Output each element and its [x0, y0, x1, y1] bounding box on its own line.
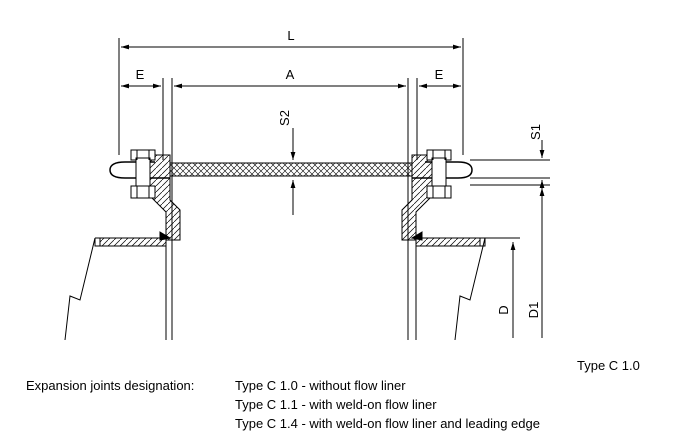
type-label: Type C 1.0 — [577, 358, 640, 373]
label-L: L — [287, 28, 294, 43]
label-E-left: E — [136, 67, 145, 82]
label-E-right: E — [435, 67, 444, 82]
bellows-belt — [169, 162, 413, 177]
expansion-joint-drawing: L A E E S2 S1 D D1 — [64, 28, 550, 341]
label-D1: D1 — [526, 302, 541, 319]
label-S2: S2 — [277, 110, 292, 126]
label-A: A — [286, 67, 295, 82]
left-duct — [94, 237, 167, 340]
designation-line-1: Type C 1.0 - without flow liner — [235, 378, 406, 393]
designation-heading: Expansion joints designation: — [26, 378, 195, 393]
label-D: D — [496, 305, 511, 314]
designation-line-3: Type C 1.4 - with weld-on flow liner and… — [235, 416, 540, 431]
designation-line-2: Type C 1.1 - with weld-on flow liner — [235, 397, 437, 412]
label-S1: S1 — [528, 124, 543, 140]
